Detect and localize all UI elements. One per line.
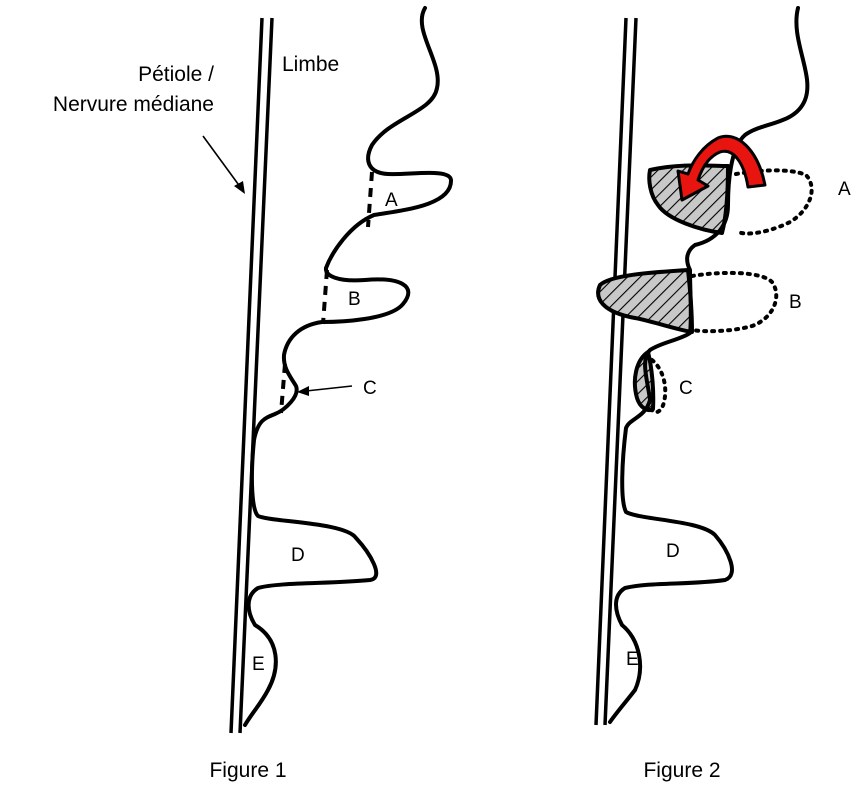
pointer-c <box>306 386 352 391</box>
figure-1-caption: Figure 1 <box>209 759 286 782</box>
lobe-label-e: E <box>252 654 265 675</box>
lobe-label-b-2: B <box>789 292 802 313</box>
lobe-label-e-2: E <box>626 649 639 670</box>
fold-line-c <box>281 364 285 413</box>
pointer-c-arrowhead <box>297 386 309 396</box>
pointer-petiole-arrowhead <box>234 181 245 194</box>
figure-1: Pétiole / Nervure médiane Limbe A B C D … <box>53 8 451 782</box>
lobe-label-b: B <box>348 289 361 310</box>
lobe-label-d: D <box>291 545 305 566</box>
petiole-label-line1: Pétiole / <box>138 63 214 86</box>
figure-2-caption: Figure 2 <box>643 759 720 782</box>
petiole-label-line2: Nervure médiane <box>53 93 214 116</box>
lobe-label-a-2: A <box>838 179 851 200</box>
lobe-label-c: C <box>363 378 377 399</box>
lobe-label-d-2: D <box>666 541 680 562</box>
original-outline-b <box>692 273 776 331</box>
figure-2: A B C D E Figure 2 <box>596 8 851 782</box>
pointer-petiole <box>203 136 241 188</box>
lobe-label-a: A <box>385 190 398 211</box>
fold-line-b <box>323 270 327 324</box>
limbe-label: Limbe <box>282 53 339 76</box>
leaf-margin-1 <box>245 8 451 725</box>
lobe-label-c-2: C <box>679 378 693 399</box>
